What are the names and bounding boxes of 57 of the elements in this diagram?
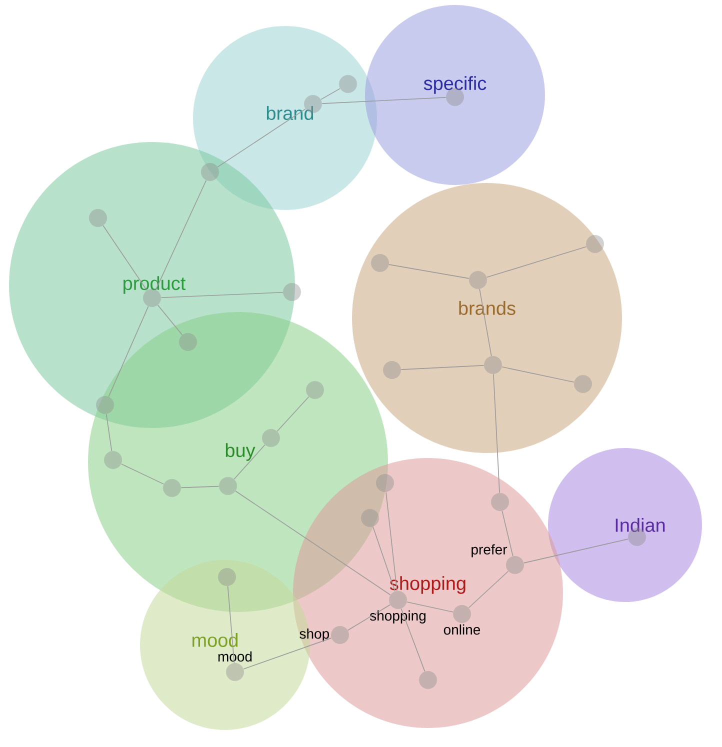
connector-line — [276, 396, 310, 432]
dot — [371, 254, 389, 272]
connector-line — [468, 570, 509, 608]
connector-line — [388, 264, 470, 279]
connector-line — [486, 246, 587, 278]
dot — [104, 451, 122, 469]
dot — [383, 361, 401, 379]
dot — [574, 375, 592, 393]
connector-line — [386, 492, 398, 592]
connector-line — [120, 464, 164, 484]
connector-line — [400, 365, 484, 370]
node-label: online — [444, 624, 480, 635]
connector-line — [406, 602, 454, 612]
dot — [339, 75, 357, 93]
dot — [262, 429, 280, 447]
dot — [96, 396, 114, 414]
dot — [179, 333, 197, 351]
connector-line — [524, 538, 628, 564]
dot — [306, 381, 324, 399]
connector-line — [157, 304, 183, 336]
connector-line — [320, 88, 340, 100]
dot — [376, 474, 394, 492]
dot — [163, 479, 181, 497]
connector-line — [106, 414, 112, 452]
connector-line — [227, 586, 235, 664]
dot — [484, 356, 502, 374]
dot — [201, 163, 219, 181]
connector-line — [243, 638, 332, 670]
dot — [219, 477, 237, 495]
connector-line — [493, 374, 500, 494]
connector-line — [102, 225, 148, 291]
node-label: mood — [218, 651, 252, 662]
dot — [469, 271, 487, 289]
connector-line — [234, 444, 266, 480]
connector-line — [502, 366, 574, 382]
dot — [419, 671, 437, 689]
connector-line — [235, 490, 391, 596]
connector-line — [108, 306, 149, 397]
connector-line — [160, 292, 284, 298]
connector-line — [372, 526, 396, 592]
dot — [361, 509, 379, 527]
dot — [218, 568, 236, 586]
connector-line — [155, 180, 207, 290]
node-label: shop — [300, 628, 330, 642]
connector-line — [322, 97, 446, 104]
dot — [283, 283, 301, 301]
dot — [89, 209, 107, 227]
dot — [586, 235, 604, 253]
connector-line — [502, 510, 514, 556]
dot — [491, 493, 509, 511]
node-label: shopping — [370, 610, 426, 624]
connector-line — [180, 486, 220, 488]
connector-line — [217, 108, 306, 168]
connector-line — [400, 608, 426, 672]
connector-line — [479, 288, 492, 356]
node-label: prefer — [472, 544, 508, 558]
connector-line — [347, 604, 391, 631]
